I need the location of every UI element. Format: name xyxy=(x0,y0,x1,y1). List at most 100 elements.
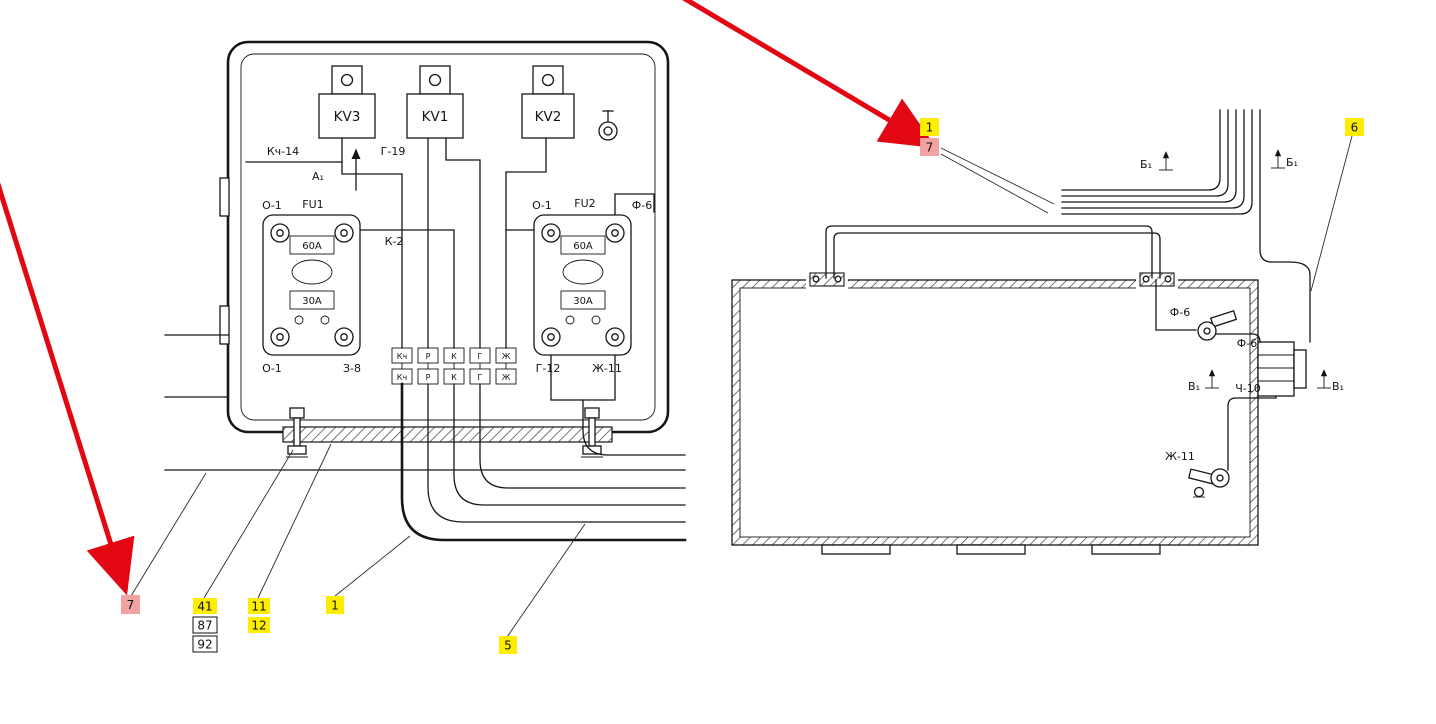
svg-text:Кч: Кч xyxy=(397,352,407,361)
bolt-icon xyxy=(581,407,603,458)
relay-kv1-body xyxy=(406,93,464,139)
terminal-clamp-f6 xyxy=(1197,309,1261,343)
svg-text:К: К xyxy=(451,352,457,361)
mount-lug-top xyxy=(219,177,230,217)
label-v1-left: В₁ xyxy=(1188,380,1200,393)
relay-kv1-terminal xyxy=(428,73,442,87)
relay-kv2-body xyxy=(521,93,575,139)
svg-text:7[interactable]: 7 xyxy=(127,598,135,612)
wire-label-a1: А₁ xyxy=(312,170,324,183)
fu1-fuse-60a: 60А xyxy=(302,241,322,252)
mounting-rail xyxy=(282,407,613,458)
red-pointer-arrow-top xyxy=(682,0,937,149)
bolt-icon xyxy=(286,407,308,458)
callout-6[interactable]: 6 xyxy=(1345,118,1364,136)
fu1-fuse-30a: 30А xyxy=(302,296,322,307)
terminal-pair: Ж Ж xyxy=(495,347,517,385)
svg-text:К: К xyxy=(451,373,457,382)
datum-b1-left: Б₁ xyxy=(1140,151,1173,171)
relay-box-assembly: KV3 KV1 KV2 xyxy=(219,40,670,458)
wire-label-k2: К-2 xyxy=(385,235,404,248)
holddown-clamp-icon xyxy=(1136,269,1178,290)
svg-text:41[interactable]: 41 xyxy=(197,600,212,614)
callout-left-1[interactable]: 1 xyxy=(326,596,344,614)
fuse-block-fu2: 60А 30А xyxy=(533,214,632,356)
red-pointer-arrow-left xyxy=(0,182,135,596)
svg-text:92[interactable]: 92 xyxy=(197,638,212,652)
callout-11[interactable]: 11 xyxy=(248,598,270,614)
svg-text:7[interactable]: 7 xyxy=(926,141,934,155)
svg-text:Г: Г xyxy=(478,373,483,382)
callout-92[interactable]: 92 xyxy=(192,635,218,653)
label-b1-left: Б₁ xyxy=(1140,158,1152,171)
wire-label-kch14: Кч-14 xyxy=(267,145,299,158)
svg-text:Ж: Ж xyxy=(502,373,511,382)
harness-bundle xyxy=(825,109,1311,343)
mount-lug-bottom xyxy=(219,305,230,345)
svg-text:1[interactable]: 1 xyxy=(331,599,339,613)
datum-v1-right: В₁ xyxy=(1317,369,1344,393)
svg-text:12[interactable]: 12 xyxy=(251,619,266,633)
battery-foot xyxy=(956,544,1026,555)
relay-kv3-terminal xyxy=(340,73,354,87)
label-f6-lower: Ф-6 xyxy=(1237,337,1257,350)
relay-kv2-label: KV2 xyxy=(535,109,562,125)
fu2-bottom-right-label: Ж-11 xyxy=(592,362,622,375)
battery-box-hatched-frame xyxy=(732,280,1258,545)
svg-text:5[interactable]: 5 xyxy=(504,639,512,653)
wire-label-g19: Г-19 xyxy=(381,145,406,158)
terminal-clamp-zh11 xyxy=(1188,395,1277,498)
fu1-name-label: FU1 xyxy=(302,198,323,211)
label-f6-upper: Ф-6 xyxy=(1170,306,1190,319)
holddown-clamp-icon xyxy=(806,269,848,290)
internal-wiring xyxy=(245,138,655,401)
fu2-bottom-left-label: Г-12 xyxy=(536,362,561,375)
callout-leaders xyxy=(130,135,1353,638)
label-v1-right: В₁ xyxy=(1332,380,1344,393)
svg-text:Р: Р xyxy=(426,352,431,361)
svg-text:6[interactable]: 6 xyxy=(1351,121,1359,135)
callout-right-1[interactable]: 1 xyxy=(920,118,939,136)
svg-text:1[interactable]: 1 xyxy=(926,121,934,135)
datum-b1-right: Б₁ xyxy=(1271,149,1298,169)
relay-kv2: KV2 xyxy=(521,65,575,139)
terminal-pair: Кч Кч xyxy=(391,347,413,385)
relay-box-inner-wall xyxy=(240,53,656,421)
fu2-fuse-30a: 30А xyxy=(573,296,593,307)
relay-kv2-terminal xyxy=(541,73,555,87)
callout-41[interactable]: 41 xyxy=(193,598,217,614)
fu1-bottom-right-label: З-8 xyxy=(343,362,361,375)
svg-text:Р: Р xyxy=(426,373,431,382)
battery-box-assembly: Б₁ Б₁ В₁ В₁ Ф-6 Ф-6 Ч-10 Ж-11 xyxy=(731,109,1344,555)
battery-foot xyxy=(1091,544,1161,555)
label-b1-right: Б₁ xyxy=(1286,156,1298,169)
exit-harness xyxy=(164,334,687,542)
grommet-icon xyxy=(598,110,618,141)
callout-left-7[interactable]: 7 xyxy=(121,595,140,614)
callout-5[interactable]: 5 xyxy=(499,636,517,654)
fu2-top-left-label: О-1 xyxy=(532,199,552,212)
svg-text:11[interactable]: 11 xyxy=(251,600,266,614)
svg-text:87[interactable]: 87 xyxy=(197,619,212,633)
connector-block xyxy=(1257,341,1307,397)
fu2-top-right-label: Ф-6 xyxy=(632,199,652,212)
fu2-name-label: FU2 xyxy=(574,197,595,210)
battery-foot xyxy=(821,544,891,555)
callout-12[interactable]: 12 xyxy=(248,617,270,633)
callout-right-7[interactable]: 7 xyxy=(920,138,939,156)
fu2-fuse-60a: 60А xyxy=(573,241,593,252)
terminal-pair: К К xyxy=(443,347,465,385)
fu1-bottom-left-label: О-1 xyxy=(262,362,282,375)
svg-text:Г: Г xyxy=(478,352,483,361)
svg-text:Кч: Кч xyxy=(397,373,407,382)
callout-87[interactable]: 87 xyxy=(192,616,218,634)
fuse-block-fu1: 60А 30А xyxy=(262,214,361,356)
terminal-strip: Кч Кч Р Р К К Г Г xyxy=(391,347,517,385)
relay-kv3: KV3 xyxy=(318,65,376,139)
fu1-top-left-label: О-1 xyxy=(262,199,282,212)
datum-v1-left: В₁ xyxy=(1188,369,1219,393)
terminal-pair: Г Г xyxy=(469,347,491,385)
relay-kv3-body xyxy=(318,93,376,139)
